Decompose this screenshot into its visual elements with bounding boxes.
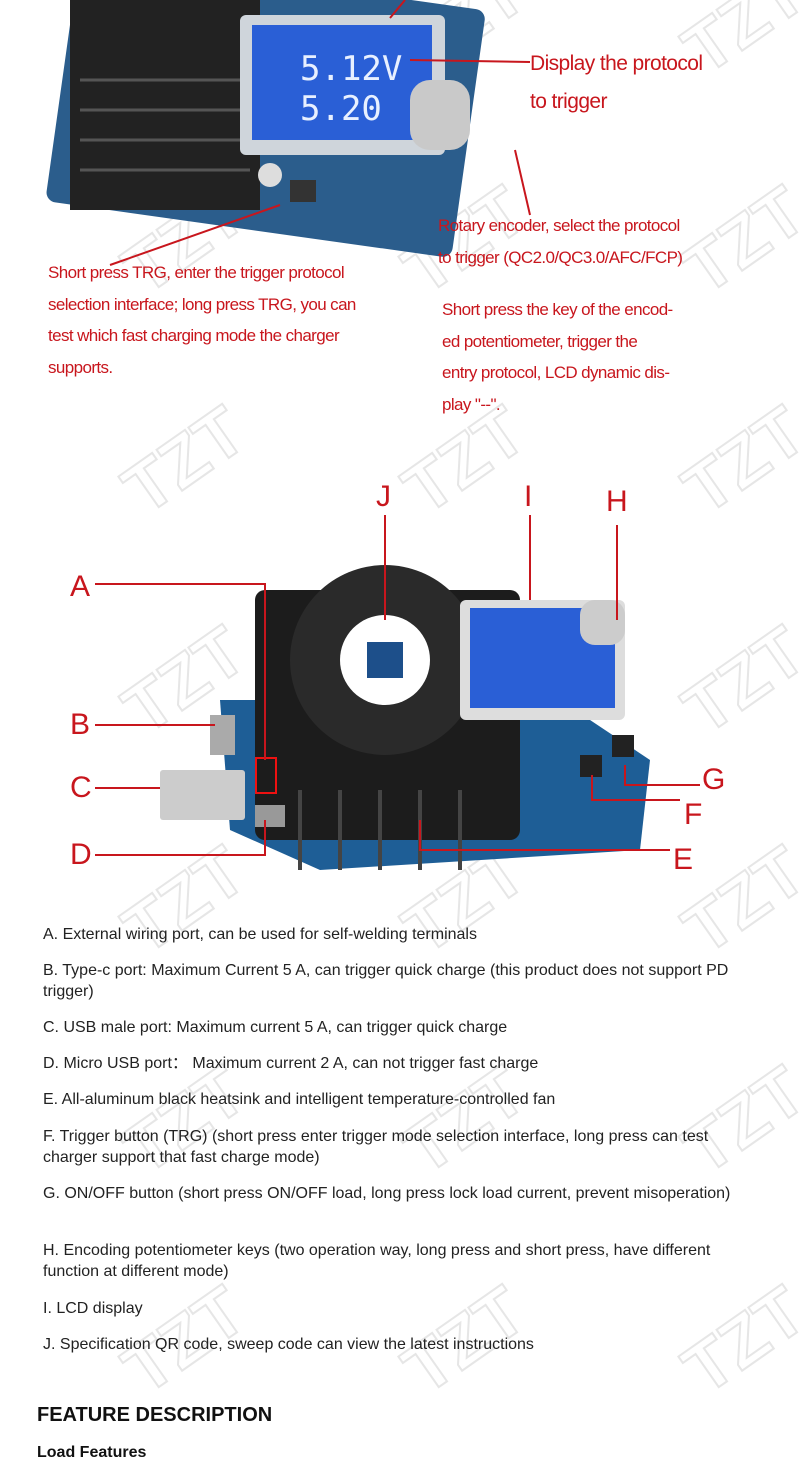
product-photos: 5.12V 5.20 xyxy=(46,0,700,870)
label-b: B xyxy=(70,708,91,741)
list-item: J. Specification QR code, sweep code can… xyxy=(43,1336,534,1353)
label-i: I xyxy=(524,480,533,513)
list-item: B. Type-c port: Maximum Current 5 A, can… xyxy=(43,962,729,1000)
list-item: H. Encoding potentiometer keys (two oper… xyxy=(43,1242,711,1280)
encoder-key-callout: Short press the key of the encod-ed pote… xyxy=(442,300,673,414)
feature-title: FEATURE DESCRIPTION xyxy=(37,1404,273,1426)
label-h: H xyxy=(606,485,628,518)
lcd-line-1: 5.12V xyxy=(300,49,402,89)
board-diagram xyxy=(95,515,700,870)
list-item: D. Micro USB port： Maximum current 2 A, … xyxy=(43,1055,539,1072)
list-item: A. External wiring port, can be used for… xyxy=(43,926,477,943)
trg-callout: Short press TRG, enter the trigger proto… xyxy=(48,263,356,377)
list-item: F. Trigger button (TRG) (short press ent… xyxy=(43,1128,709,1166)
label-f: F xyxy=(684,798,703,831)
label-d: D xyxy=(70,838,92,871)
label-c: C xyxy=(70,771,92,804)
label-g: G xyxy=(702,763,726,796)
top-board-photo: 5.12V 5.20 xyxy=(46,0,531,266)
list-item: G. ON/OFF button (short press ON/OFF loa… xyxy=(43,1185,731,1202)
label-a: A xyxy=(70,570,91,603)
feature-subtitle: Load Features xyxy=(37,1444,147,1461)
list-item: E. All-aluminum black heatsink and intel… xyxy=(43,1091,556,1108)
list-item: I. LCD display xyxy=(43,1300,143,1317)
label-e: E xyxy=(673,843,694,876)
label-j: J xyxy=(376,480,391,513)
lcd-line-2: 5.20 xyxy=(300,89,382,129)
list-item: C. USB male port: Maximum current 5 A, c… xyxy=(43,1019,508,1036)
